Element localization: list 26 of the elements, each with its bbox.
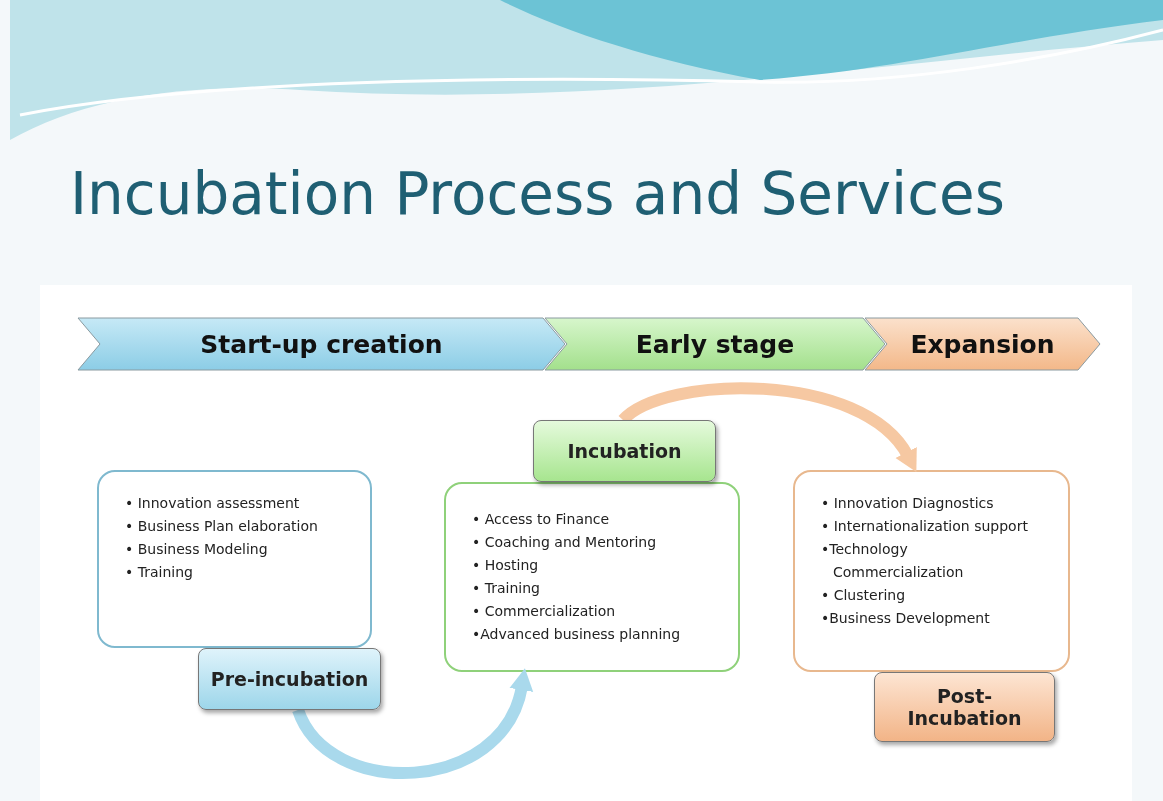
bullet-item: •Advanced business planning (472, 625, 682, 644)
bullet-item: • Hosting (472, 556, 540, 575)
curved-arrow (292, 668, 533, 779)
bullet-item: • Commercialization (472, 602, 617, 621)
bullet-item: • Internationalization support (821, 517, 1028, 536)
list-card (444, 482, 740, 672)
bullet-item: • Innovation Diagnostics (821, 494, 995, 513)
bullet-item: • Coaching and Mentoring (472, 533, 658, 552)
bullet-item: •Business Development (821, 609, 991, 628)
stage-label: Early stage (635, 329, 795, 359)
bullet-item: • Access to Finance (472, 510, 611, 529)
stage-label: Expansion (910, 329, 1055, 359)
stage-tab: Incubation (533, 420, 716, 482)
list-card (793, 470, 1070, 672)
bullet-item: •Technology Commercialization (821, 540, 965, 582)
bullet-item: • Innovation assessment (125, 494, 301, 513)
title: Incubation Process and Services (70, 160, 1005, 228)
bullet-item: • Training (472, 579, 541, 598)
stage-tab: Post- Incubation (874, 672, 1055, 742)
list-card (97, 470, 372, 648)
bullet-item: • Business Plan elaboration (125, 517, 319, 536)
bullet-item: • Training (125, 563, 194, 582)
bullet-item: • Business Modeling (125, 540, 269, 559)
bullet-item: • Clustering (821, 586, 907, 605)
stage-label: Start-up creation (200, 329, 443, 359)
stage-tab: Pre-incubation (198, 648, 381, 710)
